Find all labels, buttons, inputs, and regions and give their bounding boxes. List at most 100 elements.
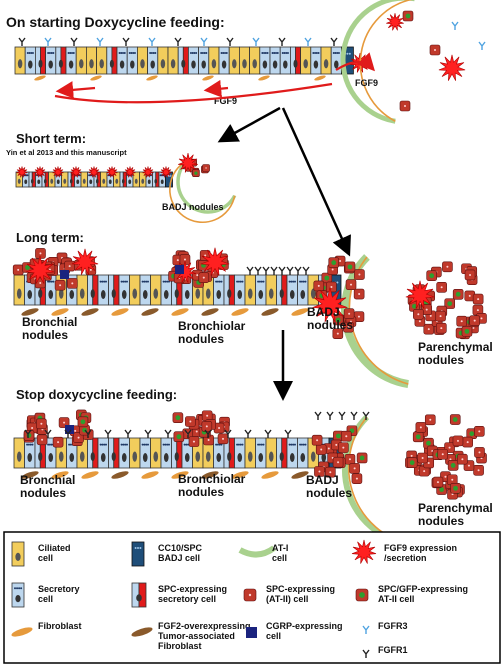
ciliated-cell <box>150 437 162 469</box>
secretory-cell <box>139 437 151 469</box>
secretory-cell <box>24 46 36 75</box>
spc-secretory-cell <box>35 46 46 75</box>
fibroblast <box>314 75 326 81</box>
at2-cell <box>421 304 433 315</box>
at2-cell <box>345 279 357 290</box>
fgfr1-receptor <box>326 411 334 420</box>
spc-secretory-cell <box>177 46 189 75</box>
secretory-cell <box>11 582 25 608</box>
fgf9-secretion-star <box>88 166 100 178</box>
legend-label: FGF9 expression/secretion <box>384 543 457 563</box>
ciliated-cell <box>129 437 141 469</box>
at2-cell <box>436 281 447 293</box>
fgfr1-receptor <box>254 266 262 275</box>
fgfr3-receptor <box>96 37 104 46</box>
fgfr1-receptor <box>278 266 286 275</box>
secretory-cell <box>160 437 172 469</box>
at2-cell <box>201 410 213 422</box>
at1-swatch <box>238 545 276 558</box>
secretory-cell <box>234 274 246 306</box>
spc-secretory-cell <box>276 437 288 469</box>
secretory-cell <box>310 46 322 75</box>
legend-item-fgf9: FGF9 expression/secretion <box>351 539 457 564</box>
ciliated-cell <box>14 46 26 75</box>
fibroblast <box>261 471 279 479</box>
at2-cell <box>415 422 427 433</box>
spc-secretory-cell <box>171 437 183 469</box>
fgf9-secretion-star <box>70 166 82 178</box>
at2-cell <box>314 466 325 477</box>
legend-item-at2: SPC-expressing(AT-II) cell <box>243 584 335 604</box>
at2-cell <box>354 269 365 280</box>
panel-short-subtitle: Yin et al 2013 and this manuscript <box>6 148 127 157</box>
secretory-cell <box>259 46 271 75</box>
fgfr1-receptor <box>226 37 234 46</box>
at2-cell <box>464 269 476 281</box>
secretory-cell <box>255 437 267 469</box>
ciliated-cell <box>300 46 312 75</box>
stop-epithelium <box>13 409 487 548</box>
at2-cell <box>473 426 485 437</box>
fibroblast <box>231 471 249 479</box>
at2-cell <box>452 435 464 447</box>
at2-cell <box>313 280 325 292</box>
ciliated-cell <box>13 274 25 306</box>
at1-lining <box>176 159 237 214</box>
legend-item-fgfr3: FGFR3 <box>362 621 408 634</box>
fgfr1-receptor <box>64 429 72 438</box>
fgfr1-receptor <box>362 411 370 420</box>
at2-cell <box>67 278 78 289</box>
fgfr1-receptor <box>338 411 346 420</box>
fgfr1-receptor <box>262 266 270 275</box>
fgf9-secretion-star <box>160 166 172 178</box>
start-epithelium <box>14 37 370 81</box>
panel-short-title: Short term: <box>16 131 86 146</box>
fgfr1-receptor <box>224 429 232 438</box>
tumor-fibroblast <box>201 308 219 316</box>
secretory-cell <box>286 274 298 306</box>
gfp-at2-cell <box>328 257 340 268</box>
ciliated-cell <box>61 171 69 188</box>
tumor-fibroblast <box>291 471 309 479</box>
fgf9-secretion-star <box>34 166 46 178</box>
gfp-at2-cell <box>412 431 424 443</box>
fgf9-signal-arrow <box>54 82 333 104</box>
fgfr3-receptor <box>200 37 208 46</box>
spc-secretory-cell <box>108 437 120 469</box>
secretory-cell <box>297 437 309 469</box>
start-fgf9-label-b: FGF9 <box>214 96 237 106</box>
fgf9-secretion-star <box>405 280 435 309</box>
fgfr1-receptor <box>314 411 322 420</box>
fgfr1-receptor <box>278 37 286 46</box>
spc-secretory-cell <box>93 171 101 188</box>
fgf9-signal-arrow <box>335 52 375 72</box>
fgfr1-receptor <box>44 429 52 438</box>
ciliated-cell <box>100 171 108 188</box>
flow-arrow-short <box>217 106 281 143</box>
fgfr3-receptor <box>44 37 52 46</box>
at2-cell <box>351 473 363 484</box>
spc-secretory-cell <box>87 274 99 306</box>
spc-secretory-cell <box>223 274 235 306</box>
spc-secretory-cell <box>289 46 301 75</box>
at2-cell <box>456 315 468 327</box>
gfp-at2-cell <box>344 261 356 273</box>
fgfr1-receptor <box>70 37 78 46</box>
ciliated-cell <box>244 437 256 469</box>
fgf9-secretion-star <box>16 166 28 178</box>
fgfr1-receptor <box>244 429 252 438</box>
fgfr1-receptor <box>84 429 92 438</box>
at2-cell <box>52 436 64 448</box>
